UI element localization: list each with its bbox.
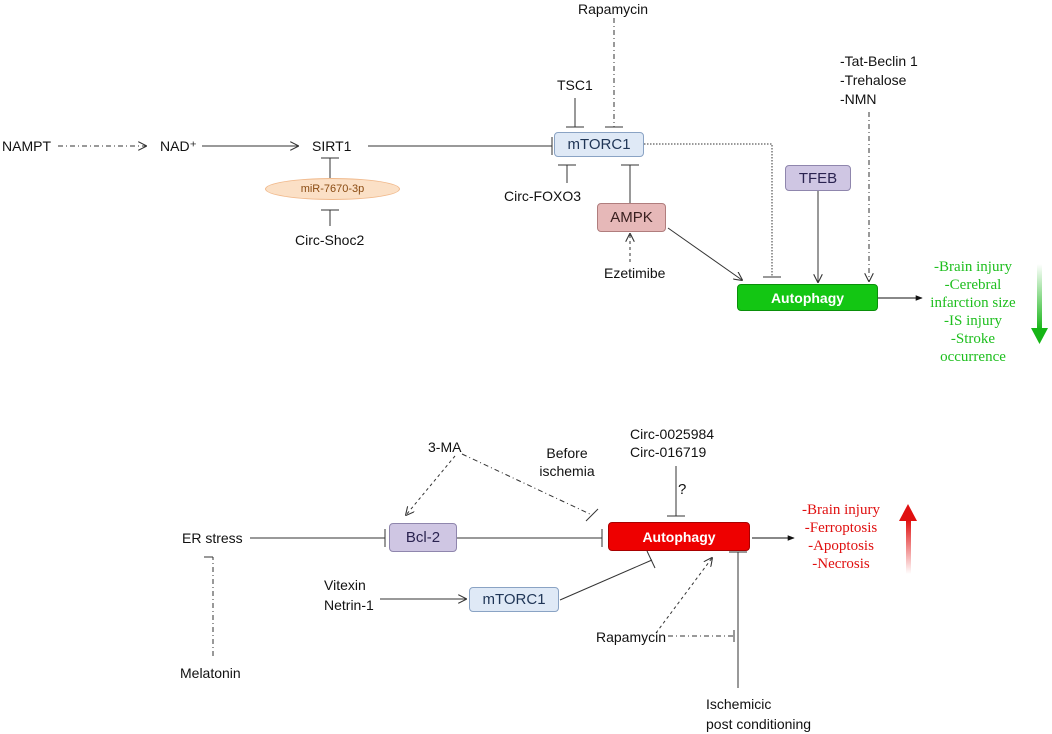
mtorc1-inhibits-autophagy	[644, 143, 773, 277]
bottom-panel-connectors	[204, 453, 795, 688]
increase-arrow	[899, 504, 917, 574]
ezetimibe-label: Ezetimibe	[604, 265, 666, 281]
activator-nmn: -NMN	[840, 91, 877, 107]
circ-016719-label: Circ-016719	[630, 444, 707, 460]
rapamycin-to-autophagy-arrow	[655, 558, 712, 634]
er-stress-label: ER stress	[182, 530, 243, 546]
autophagy-bottom-label: Autophagy	[642, 528, 716, 545]
netrin-label: Netrin-1	[324, 597, 374, 613]
mir-7670-label: miR-7670-3p	[300, 183, 365, 195]
outcome-ferroptosis: -Ferroptosis	[804, 520, 878, 536]
outcome-cerebral: -Cerebral	[944, 277, 1002, 293]
question-mark: ?	[678, 481, 687, 498]
outcome-infarction-size: infarction size	[930, 295, 1016, 311]
mtorc1-bottom-label: mTORC1	[482, 591, 546, 608]
tsc1-label: TSC1	[557, 77, 593, 93]
outcomes-bottom-list: -Brain injury -Ferroptosis -Apoptosis -N…	[786, 501, 896, 573]
tfeb-label: TFEB	[798, 169, 838, 187]
outcome-necrosis: -Necrosis	[812, 556, 870, 572]
outcome-brain-injury-bottom: -Brain injury	[802, 502, 880, 518]
post-conditioning-label: post conditioning	[706, 716, 812, 732]
mtorc1-top-label: mTORC1	[567, 136, 631, 153]
top-panel-connectors	[58, 18, 923, 301]
ischemia-label: ischemia	[539, 463, 595, 479]
3ma-to-bcl2-arrow	[406, 455, 456, 515]
activator-tat-beclin: -Tat-Beclin 1	[840, 53, 918, 69]
bcl2-label: Bcl-2	[405, 529, 441, 546]
mtorc1-node-bottom: mTORC1	[469, 587, 559, 612]
rapamycin-top-label: Rapamycin	[578, 1, 649, 17]
mtorc1-inhibits-autophagy-bottom	[559, 559, 653, 601]
autophagy-activators-list: -Tat-Beclin 1 -Trehalose -NMN	[840, 52, 918, 109]
nad-label: NAD⁺	[160, 138, 197, 154]
outcomes-top-list: -Brain injury -Cerebral infarction size …	[918, 258, 1028, 366]
circ-rnas-label: Circ-0025984 Circ-016719	[630, 425, 714, 461]
bcl2-node: Bcl-2	[389, 523, 457, 552]
rapamycin-bottom-label: Rapamycin	[596, 629, 667, 645]
circ-shoc2-label: Circ-Shoc2	[295, 232, 365, 248]
ampk-label: AMPK	[610, 209, 653, 226]
circ-0025984-label: Circ-0025984	[630, 426, 715, 442]
mir-7670-node: miR-7670-3p	[265, 178, 400, 200]
ampk-node: AMPK	[597, 203, 666, 232]
3ma-label: 3-MA	[428, 439, 462, 455]
tfeb-node: TFEB	[785, 165, 851, 191]
autophagy-top-label: Autophagy	[770, 289, 845, 306]
circ-foxo3-label: Circ-FOXO3	[504, 188, 581, 204]
mtorc1-node-top: mTORC1	[554, 132, 644, 157]
vitexin-label: Vitexin	[324, 577, 366, 593]
outcome-stroke: -Stroke	[950, 331, 996, 347]
before-label: Before	[546, 445, 588, 461]
outcome-is-injury: -IS injury	[944, 313, 1002, 329]
postconditioning-label: Ischemicic post conditioning	[706, 694, 811, 734]
before-ischemia-label: Before ischemia	[532, 444, 602, 480]
outcome-apoptosis: -Apoptosis	[808, 538, 874, 554]
activator-trehalose: -Trehalose	[840, 72, 907, 88]
outcome-brain-injury: -Brain injury	[934, 259, 1012, 275]
ampk-to-autophagy-arrow	[667, 227, 742, 280]
vitexin-netrin-label: Vitexin Netrin-1	[324, 575, 374, 615]
melatonin-label: Melatonin	[180, 665, 241, 681]
ischemicic-label: Ischemicic	[706, 696, 772, 712]
sirt1-label: SIRT1	[312, 138, 352, 154]
outcome-occurrence: occurrence	[940, 349, 1006, 365]
decrease-arrow	[1031, 264, 1048, 344]
autophagy-node-bottom: Autophagy	[608, 522, 750, 551]
autophagy-node-top: Autophagy	[737, 284, 878, 311]
nampt-label: NAMPT	[2, 138, 51, 154]
